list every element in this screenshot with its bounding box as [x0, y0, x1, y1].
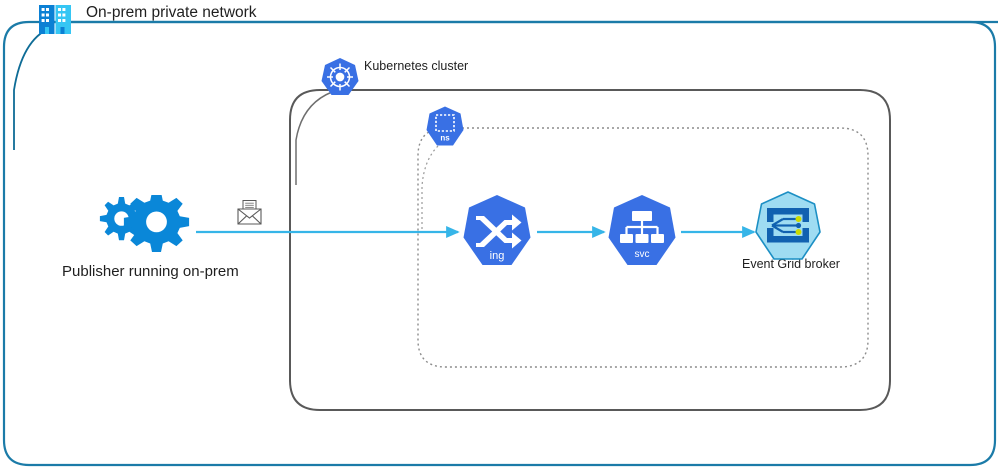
kubernetes-cluster-boundary	[289, 89, 891, 411]
service-icon-label: svc	[635, 249, 650, 260]
onprem-leader-line	[13, 27, 51, 150]
building-icon	[38, 4, 74, 34]
event-grid-broker-label: Event Grid broker	[742, 257, 840, 271]
namespace-icon: ns	[424, 105, 466, 149]
kubernetes-ingress-icon: ing	[459, 193, 535, 271]
namespace-icon-label: ns	[440, 134, 450, 143]
kubernetes-icon	[320, 57, 360, 99]
ingress-icon-label: ing	[490, 250, 505, 262]
kubernetes-cluster-label: Kubernetes cluster	[364, 59, 469, 73]
onprem-network-label: On-prem private network	[86, 4, 257, 21]
publisher-label: Publisher running on-prem	[62, 263, 239, 280]
cluster-leader-line	[295, 91, 333, 185]
event-grid-icon	[752, 190, 824, 264]
envelope-icon	[236, 199, 263, 226]
kubernetes-service-icon: svc	[604, 193, 680, 271]
namespace-leader-line	[421, 145, 439, 230]
gears-icon	[95, 192, 191, 257]
onprem-boundary	[2, 20, 998, 467]
